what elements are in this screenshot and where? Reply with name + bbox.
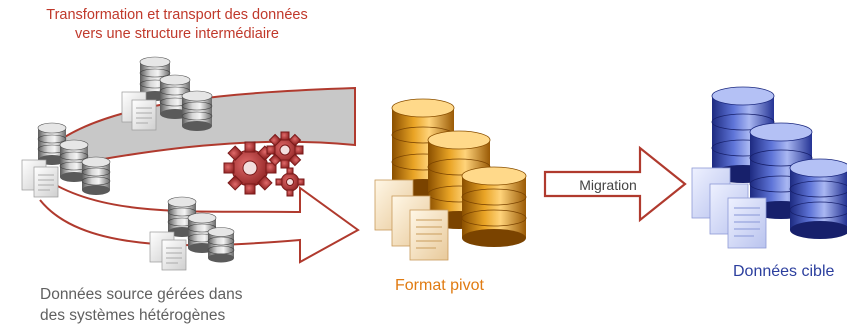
document-icon [21, 159, 59, 198]
database-icon [139, 56, 213, 131]
migration-arrow [543, 145, 687, 223]
document-icon [121, 91, 157, 131]
transformation-title: Transformation et transport des données … [22, 6, 332, 44]
database-icon [167, 196, 235, 263]
transformation-title-line1: Transformation et transport des données [46, 7, 308, 23]
target-label: Données cible [733, 263, 835, 280]
document-icon [149, 231, 187, 271]
source-caption-line2: des systèmes hétérogènes [40, 307, 226, 324]
target-document-icon [691, 167, 767, 249]
database-icon [37, 122, 111, 195]
pivot-label: Format pivot [395, 277, 484, 294]
gears-icon [223, 131, 305, 197]
source-caption: Données source gérées dans des systèmes … [40, 284, 330, 326]
source-caption-line1: Données source gérées dans [40, 286, 243, 303]
migration-label: Migration [579, 177, 637, 193]
transformation-title-line2: vers une structure intermédiaire [75, 26, 279, 42]
pivot-database-icon [391, 98, 527, 247]
pivot-document-icon [374, 179, 449, 261]
target-database-icon [711, 86, 847, 239]
